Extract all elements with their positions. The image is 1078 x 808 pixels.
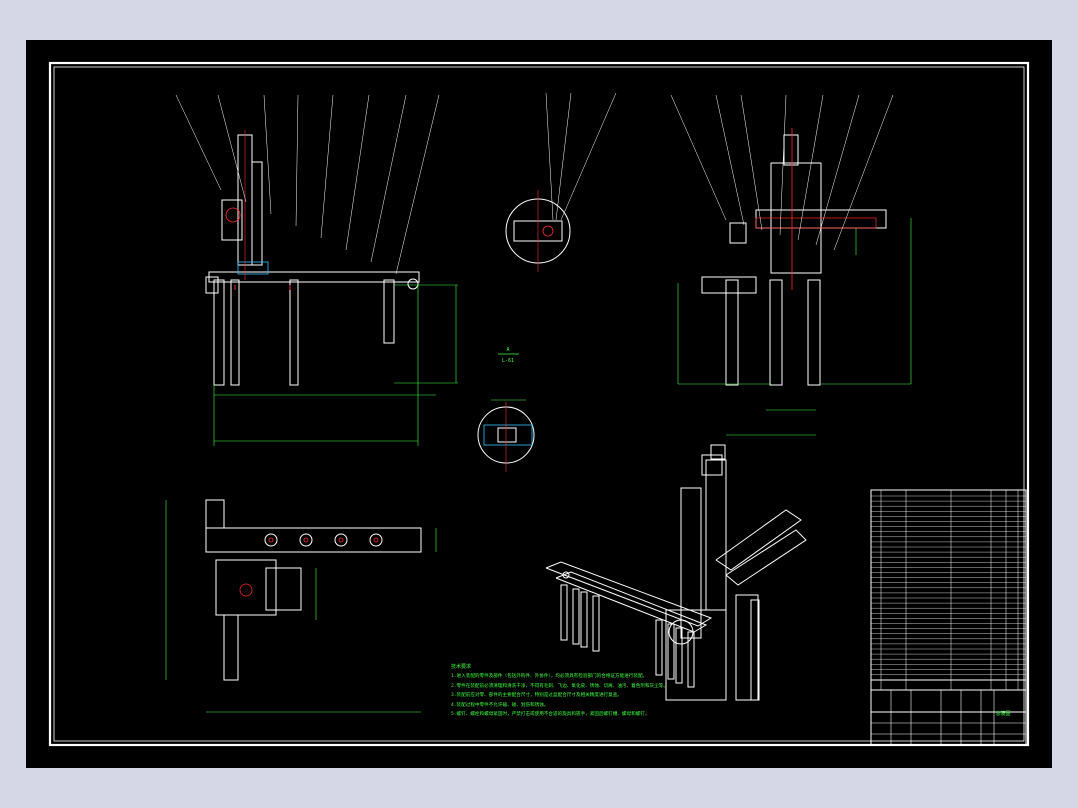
cad-line (560, 92, 617, 221)
cad-circle (542, 225, 554, 237)
cad-circle (407, 278, 419, 290)
cad-circle (562, 571, 570, 579)
cad-rect (667, 623, 675, 680)
cad-rect (729, 222, 747, 244)
engineering-drawing: A L-61 总装图 (48, 61, 1030, 747)
parts-list-and-title-block (870, 489, 1027, 746)
drawing-title: 总装图 (995, 710, 1010, 717)
top-view (165, 499, 437, 713)
cad-rect (755, 217, 877, 229)
cad-circle (369, 533, 383, 547)
isometric-view (545, 444, 807, 701)
cad-rect (675, 627, 683, 684)
cad-line (779, 94, 787, 236)
cad-rect (735, 594, 759, 701)
cad-circle (299, 533, 313, 547)
technical-requirement-item: 2.零件在装配前必须清理和清洗干净，不得有毛刺、飞边、氧化皮、锈蚀、切屑、油污、… (451, 683, 668, 689)
cad-rect (680, 487, 702, 639)
cad-circle (303, 537, 309, 543)
cad-rect (230, 279, 240, 386)
cad-rect (213, 279, 225, 386)
cad-rect (483, 424, 533, 446)
cad-rect (592, 595, 600, 652)
cad-line (217, 94, 247, 203)
technical-requirement-item: 3.装配前应对零、部件的主要配合尺寸，特别是过盈配合尺寸及相关精度进行复查。 (451, 693, 622, 699)
cad-circle (668, 619, 694, 645)
sheet-frame (48, 61, 1030, 747)
cad-line (345, 94, 370, 251)
cad-rect (53, 66, 1025, 742)
cad-rect (560, 584, 568, 641)
cad-rect (725, 279, 739, 386)
cad-line (395, 94, 440, 275)
cad-polyline (555, 571, 708, 633)
cad-rect (223, 614, 239, 681)
cad-rect (783, 134, 799, 166)
cad-rect (580, 591, 588, 648)
cad-rect (572, 588, 580, 645)
cad-line (833, 94, 894, 251)
cad-rect (807, 279, 821, 386)
section-mark: A L-61 (498, 347, 519, 364)
cad-line (797, 94, 824, 241)
cad-rect (705, 459, 727, 611)
cad-rect (265, 567, 302, 611)
cad-polyline (725, 529, 807, 586)
cad-rect (665, 609, 727, 701)
cad-rect (769, 279, 783, 386)
cad-line (815, 94, 860, 246)
cad-rect (701, 454, 723, 476)
cad-rect (383, 279, 395, 344)
cad-rect (710, 444, 726, 460)
cad-rect (205, 499, 225, 529)
cad-line (295, 94, 299, 227)
cad-circle (239, 583, 253, 597)
side-view (670, 94, 912, 436)
technical-requirement-item: 4.装配过程中零件不允许磕、碰、划伤和锈蚀。 (451, 702, 549, 708)
cad-line (715, 94, 745, 226)
cad-rect (237, 261, 269, 275)
cad-polyline (545, 561, 713, 627)
cad-rect (750, 599, 760, 701)
cad-rect (251, 161, 263, 266)
technical-requirements: 技术要求 1.进入装配的零件及部件（包括外购件、外协件），均必须具有检验部门的合… (451, 663, 668, 719)
cad-line (175, 94, 222, 191)
cad-line (545, 92, 554, 221)
cad-polyline (715, 509, 802, 571)
cad-line (320, 94, 334, 239)
cad-line (670, 94, 727, 221)
cad-rect (870, 489, 1027, 746)
cad-circle (334, 533, 348, 547)
technical-requirement-item: 5.螺钉、螺栓和螺母紧固时，严禁打击或使用不合适的旋具和扳手，紧固后螺钉槽、螺母… (451, 712, 650, 718)
technical-requirement-item: 1.进入装配的零件及部件（包括外购件、外协件），均必须具有检验部门的合格证方能进… (451, 674, 648, 680)
cad-rect (205, 276, 219, 294)
section-mark-letter: A (506, 347, 509, 353)
technical-requirements-title: 技术要求 (451, 664, 472, 670)
cad-rect (701, 276, 757, 294)
cad-line (555, 92, 572, 221)
cad-line (263, 94, 272, 215)
cad-rect (48, 61, 1030, 747)
cad-rect (221, 199, 243, 241)
cad-line (370, 94, 407, 263)
cad-rect (289, 279, 299, 386)
cad-rect (497, 427, 517, 443)
cad-rect (655, 619, 663, 676)
cad-line (740, 94, 763, 231)
cad-viewport[interactable]: A L-61 总装图 技术要求 1.进入装配的零件及部件（包括外购件、外协件），… (26, 40, 1052, 768)
front-view (175, 94, 458, 446)
cad-rect (215, 559, 277, 616)
cad-circle (264, 533, 278, 547)
cad-rect (205, 527, 422, 553)
cad-circle (373, 537, 379, 543)
cad-circle (338, 537, 344, 543)
cad-rect (687, 631, 695, 688)
cad-circle (225, 207, 241, 223)
cad-circle (268, 537, 274, 543)
section-mark-label: L-61 (502, 358, 514, 364)
detail-views (477, 92, 617, 472)
